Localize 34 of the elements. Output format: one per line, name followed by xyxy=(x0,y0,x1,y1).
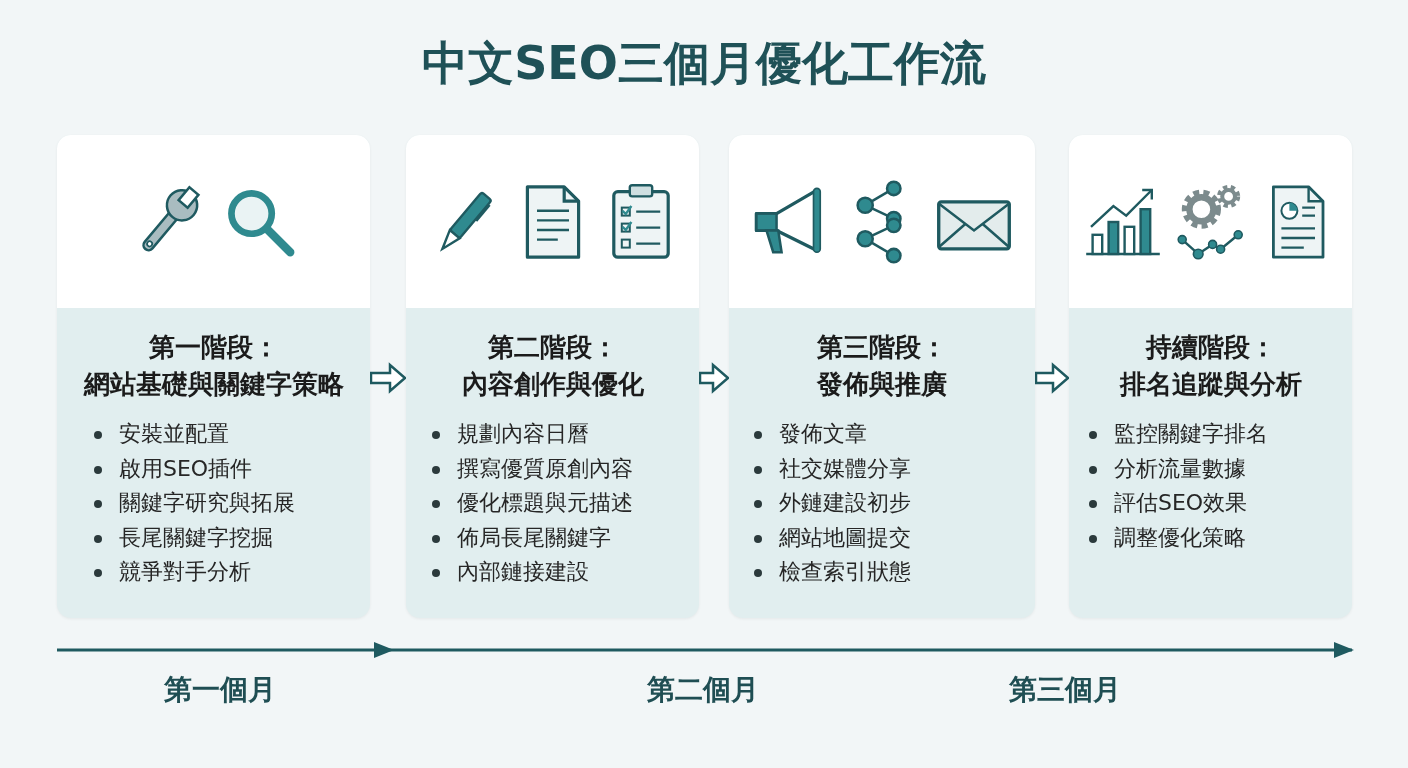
stage-card xyxy=(729,135,1035,618)
bullet-item: 佈局長尾關鍵字 xyxy=(430,520,633,555)
bullet-item: 撰寫優質原創內容 xyxy=(430,451,633,486)
bullet-item: 檢查索引狀態 xyxy=(752,555,911,590)
stage-card xyxy=(406,135,699,618)
bullet-item: 優化標題與元描述 xyxy=(430,486,633,521)
bullet-item: 社交媒體分享 xyxy=(752,451,911,486)
arrow xyxy=(698,362,730,394)
stage-card xyxy=(1069,135,1352,618)
bullet-item: 監控關鍵字排名 xyxy=(1087,417,1268,452)
bullet-item: 競爭對手分析 xyxy=(92,555,295,590)
bullet-item: 關鍵字研究與拓展 xyxy=(92,486,295,521)
bullet-item: 評估SEO效果 xyxy=(1087,486,1268,521)
arrow xyxy=(369,362,407,394)
arrow xyxy=(1034,362,1070,394)
month-label: 第二個月 xyxy=(647,672,759,708)
bullet-item: 規劃內容日曆 xyxy=(430,417,633,452)
bullet-item: 發佈文章 xyxy=(752,417,911,452)
stage-heading: 第三階段：發佈與推廣 xyxy=(817,331,947,401)
bullet-item: 分析流量數據 xyxy=(1087,451,1268,486)
stage-card xyxy=(57,135,370,618)
bullet-item: 外鏈建設初步 xyxy=(752,486,911,521)
stage-heading: 第一階段：網站基礎與關鍵字策略 xyxy=(83,331,344,401)
title: 中文SEO三個月優化工作流 xyxy=(421,35,987,92)
bullet-item: 安裝並配置 xyxy=(92,417,295,452)
bullet-item: 長尾關鍵字挖掘 xyxy=(92,520,295,555)
bullet-item: 啟用SEO插件 xyxy=(92,451,295,486)
month-label: 第一個月 xyxy=(164,672,276,708)
month-label: 第三個月 xyxy=(1009,672,1121,708)
bullet-item: 網站地圖提交 xyxy=(752,520,911,555)
stage-heading: 第二階段：內容創作與優化 xyxy=(461,331,644,401)
bullet-item: 內部鏈接建設 xyxy=(430,555,633,590)
stage-heading: 持續階段：排名追蹤與分析 xyxy=(1119,331,1302,401)
bullet-item: 調整優化策略 xyxy=(1087,520,1268,555)
